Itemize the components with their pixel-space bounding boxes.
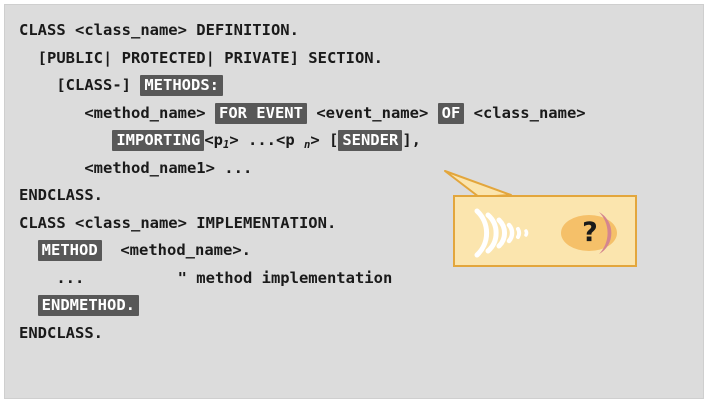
code-line: [CLASS-] METHODS: bbox=[19, 72, 695, 100]
code-keyword-highlight: ENDMETHOD. bbox=[37, 295, 139, 316]
code-text: [PUBLIC| PROTECTED| PRIVATE] SECTION. bbox=[37, 48, 383, 67]
code-indent bbox=[19, 241, 38, 259]
code-text: ENDCLASS. bbox=[19, 186, 103, 204]
question-mark-label: ? bbox=[582, 217, 598, 248]
code-indent bbox=[19, 76, 56, 94]
code-subscript: 1 bbox=[223, 139, 230, 151]
code-panel: CLASS <class_name> DEFINITION. [PUBLIC| … bbox=[4, 4, 704, 399]
code-text: CLASS <class_name> IMPLEMENTATION. bbox=[19, 213, 337, 232]
code-line: <method_name1> ... bbox=[19, 155, 695, 183]
signal-waves-icon bbox=[474, 208, 529, 258]
code-indent bbox=[19, 159, 84, 177]
code-text: <method_name1> ... bbox=[84, 158, 253, 177]
code-text: > ...<p bbox=[229, 131, 304, 149]
code-keyword-highlight: OF bbox=[437, 102, 465, 124]
code-text: > [ bbox=[310, 131, 339, 149]
abap-code-block: CLASS <class_name> DEFINITION. [PUBLIC| … bbox=[19, 17, 695, 347]
code-line: ENDCLASS. bbox=[19, 320, 695, 348]
code-line: METHOD <method_name>. bbox=[19, 237, 695, 265]
code-indent bbox=[19, 269, 56, 287]
code-indent bbox=[19, 296, 38, 314]
code-line: CLASS <class_name> DEFINITION. bbox=[19, 17, 695, 45]
code-line: ENDMETHOD. bbox=[19, 292, 695, 320]
code-text: ... " method implementation bbox=[56, 268, 393, 287]
code-line: ENDCLASS. bbox=[19, 182, 695, 210]
code-keyword-highlight: FOR EVENT bbox=[214, 102, 307, 124]
code-subscript: n bbox=[303, 139, 311, 151]
code-text: <class_name> bbox=[464, 103, 586, 122]
code-keyword-highlight: SENDER bbox=[338, 130, 403, 151]
code-keyword-highlight: IMPORTING bbox=[112, 130, 205, 151]
code-text: ], bbox=[402, 131, 421, 149]
code-keyword-highlight: METHODS: bbox=[140, 75, 223, 96]
code-line: [PUBLIC| PROTECTED| PRIVATE] SECTION. bbox=[19, 45, 695, 73]
code-indent bbox=[19, 104, 84, 122]
code-text: <p bbox=[204, 131, 223, 149]
code-text: ENDCLASS. bbox=[19, 323, 103, 342]
code-text: <event_name> bbox=[306, 103, 438, 122]
code-text: <method_name>. bbox=[101, 241, 251, 259]
code-indent bbox=[19, 49, 38, 67]
code-text: [CLASS-] bbox=[56, 76, 141, 94]
code-line: ... " method implementation bbox=[19, 265, 695, 293]
code-line: IMPORTING<p1> ...<p n> [SENDER], bbox=[19, 127, 695, 155]
code-line: <method_name> FOR EVENT <event_name> OF … bbox=[19, 100, 695, 128]
code-indent bbox=[19, 131, 112, 149]
code-text: <method_name> bbox=[84, 103, 215, 122]
sender-object-icon bbox=[561, 212, 617, 254]
code-keyword-highlight: METHOD bbox=[37, 240, 102, 261]
callout-bubble: ? bbox=[453, 195, 637, 267]
code-text: CLASS <class_name> DEFINITION. bbox=[19, 21, 299, 39]
code-line: CLASS <class_name> IMPLEMENTATION. bbox=[19, 210, 695, 238]
